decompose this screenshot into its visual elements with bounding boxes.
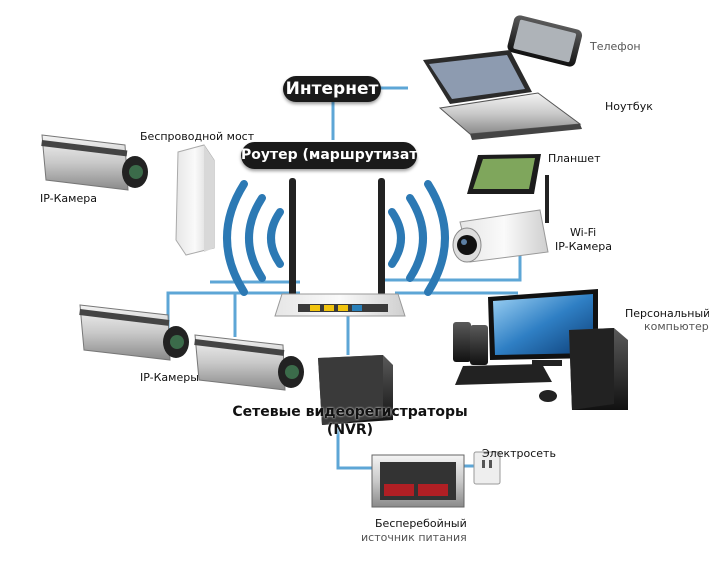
ip-camera-label: IP-Камера	[40, 192, 97, 205]
ip-camera-icon	[41, 134, 148, 191]
tablet-label: Планшет	[548, 152, 601, 165]
nvr-label-line2: (NVR)	[326, 422, 374, 438]
wifi-waves-icon	[223, 180, 449, 296]
ip-cameras-label: IP-Камеры	[140, 371, 199, 384]
antenna-icon	[289, 178, 296, 296]
nvr-icon	[318, 355, 393, 425]
power-grid-label: Электросеть	[482, 447, 556, 460]
mouse-icon	[539, 390, 557, 402]
ip-camera-icon	[79, 304, 189, 361]
wifi-camera-icon	[452, 175, 549, 263]
pc-label-line2: компьютер	[644, 320, 709, 333]
speaker-icon	[453, 322, 471, 362]
ups-label-line1: Бесперебойный	[375, 517, 467, 530]
router-label: Роутер (маршрутизатор)	[241, 142, 444, 169]
ups-icon	[371, 454, 465, 508]
line-nvr-ups	[336, 425, 372, 470]
pc-label-line1: Персональный	[625, 307, 709, 320]
laptop-label: Ноутбук	[605, 100, 653, 113]
wifi-camera-label-line2: IP-Камера	[555, 240, 612, 253]
laptop-icon	[423, 50, 582, 140]
router-icon	[274, 178, 406, 317]
keyboard-icon	[455, 364, 552, 385]
phone-label: Телефон	[590, 40, 641, 53]
speaker-icon	[470, 325, 488, 365]
phone-icon	[507, 15, 583, 67]
pc-icon	[453, 289, 628, 410]
power-outlet-icon	[473, 451, 501, 485]
wireless-bridge-icon	[175, 144, 215, 256]
wireless-bridge-label: Беспроводной мост	[140, 130, 255, 143]
ups-label-line2: источник питания	[361, 531, 467, 544]
antenna-icon	[378, 178, 385, 296]
wifi-camera-label-line1: Wi-Fi	[570, 226, 597, 239]
internet-label: Интернет	[283, 76, 381, 102]
nvr-label-line1: Сетевые видеорегистраторы	[232, 404, 468, 420]
tablet-icon	[467, 154, 541, 194]
ip-camera-icon	[194, 334, 304, 391]
